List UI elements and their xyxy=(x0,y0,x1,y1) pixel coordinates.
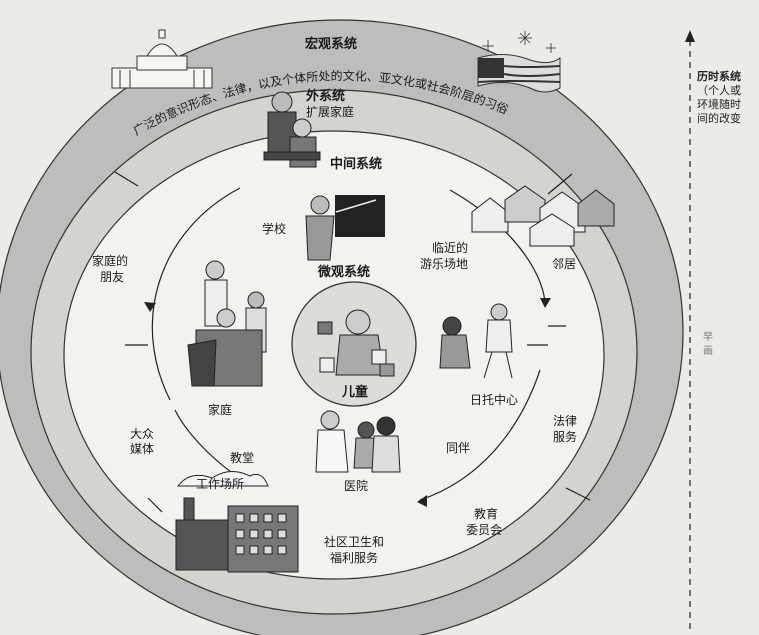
neighbors-label: 邻居 xyxy=(552,257,576,271)
extended-family-label: 扩展家庭 xyxy=(306,104,354,119)
daycare-label: 日托中心 xyxy=(470,392,518,407)
school-board-label-line2: 委员会 xyxy=(466,523,502,537)
mass-media-label-line1: 大众 xyxy=(130,427,154,441)
teacher-icon xyxy=(305,195,385,261)
microsystem-label: 微观系统 xyxy=(317,264,370,280)
child-label: 儿童 xyxy=(341,384,368,400)
mesosystem-arrow-right xyxy=(449,189,546,306)
factory-icon xyxy=(175,471,299,573)
bleed-mark: 早 xyxy=(703,332,713,343)
children-playing-icon xyxy=(439,303,513,379)
arrowhead xyxy=(144,302,156,312)
fireworks-icon xyxy=(482,31,556,53)
family-label: 家庭 xyxy=(208,402,232,417)
arrowhead xyxy=(540,298,551,308)
mesosystem-arrow-left xyxy=(151,187,241,401)
playground-label-line1: 临近的 xyxy=(432,240,468,255)
grandparents-icon xyxy=(263,91,321,168)
chronosystem-arrowhead xyxy=(685,30,695,42)
houses-icon xyxy=(471,185,615,247)
chronosystem-desc-line1: （个人或 xyxy=(697,84,741,97)
flag-icon xyxy=(477,54,561,93)
legal-services-label-line1: 法律 xyxy=(553,414,577,428)
school-label: 学校 xyxy=(262,221,286,236)
exosystem-label: 外系统 xyxy=(305,88,345,104)
mass-media-label-line2: 媒体 xyxy=(130,442,154,456)
family-friends-label-line2: 朋友 xyxy=(100,270,124,284)
legal-services-label-line2: 服务 xyxy=(553,429,577,444)
community-services-label-line2: 福利服务 xyxy=(330,550,378,565)
bleed-mark-2: 画 xyxy=(703,346,713,357)
chronosystem-desc-line2: 环境随时 xyxy=(697,98,741,111)
arrowhead xyxy=(417,495,427,507)
mesosystem-label: 中间系统 xyxy=(330,156,382,172)
hospital-label: 医院 xyxy=(344,479,368,493)
chronosystem-desc-line3: 间的改变 xyxy=(697,112,741,125)
mesosystem-arrow-bottom xyxy=(419,369,541,501)
toddler-blocks-icon xyxy=(317,309,395,377)
playground-label-line2: 游乐场地 xyxy=(420,257,468,271)
family-friends-label-line1: 家庭的 xyxy=(92,253,128,268)
family-icon xyxy=(187,260,267,387)
connector-arrows xyxy=(114,171,591,513)
church-label: 教堂 xyxy=(230,450,254,465)
macrosystem-label: 宏观系统 xyxy=(305,36,357,52)
school-board-label-line1: 教育 xyxy=(474,506,498,521)
community-services-label-line1: 社区卫生和 xyxy=(324,534,384,549)
workplace-label: 工作场所 xyxy=(196,477,244,491)
doctor-icon xyxy=(315,410,401,473)
capitol-building-icon xyxy=(111,29,213,89)
chronosystem-title: 历时系统 xyxy=(697,70,741,83)
peers-label: 同伴 xyxy=(446,441,470,455)
